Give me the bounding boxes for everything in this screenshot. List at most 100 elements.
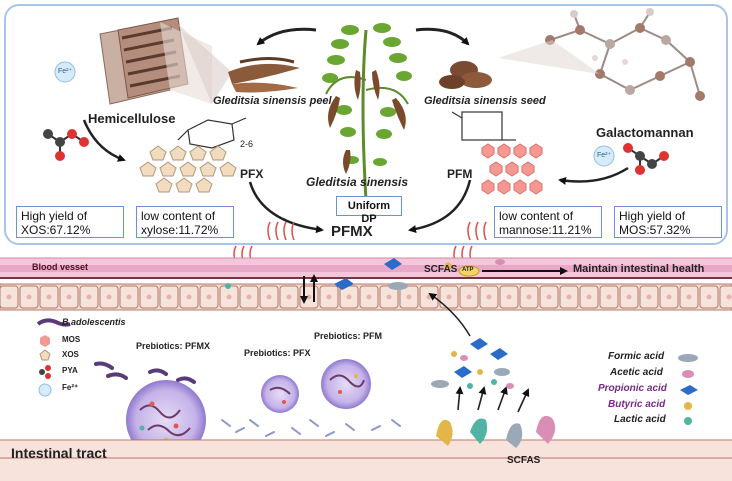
acid-acetic: Acetic acid bbox=[610, 367, 663, 378]
cell-nucleus bbox=[146, 294, 152, 300]
hemicellulose-label: Hemicellulose bbox=[88, 111, 176, 126]
cell-nucleus bbox=[166, 294, 172, 300]
box-mannose-line2: mannose:11.21% bbox=[499, 223, 592, 238]
cell-nucleus bbox=[86, 294, 92, 300]
peel-pods bbox=[228, 57, 300, 93]
intestinal-tract-label: Intestinal tract bbox=[11, 445, 107, 461]
legend-fe: Fe²⁺ bbox=[62, 383, 79, 392]
seed-label: Gleditsia sinensis seed bbox=[424, 95, 546, 107]
arrow-fe-right bbox=[558, 166, 629, 185]
cell-nucleus bbox=[326, 294, 332, 300]
cell-nucleus bbox=[106, 294, 112, 300]
cell-nucleus bbox=[626, 294, 632, 300]
xos-pentagons bbox=[139, 145, 237, 193]
sphere-pfx bbox=[261, 375, 299, 413]
box-xylose-line1: low content of bbox=[141, 209, 216, 223]
cell-nucleus bbox=[246, 294, 252, 300]
arrow-fe-left bbox=[82, 119, 126, 162]
box-mos-yield-line2: MOS:57.32% bbox=[619, 223, 691, 238]
cell-nucleus bbox=[606, 294, 612, 300]
box-mannose: low content of mannose:11.21% bbox=[494, 206, 602, 238]
box-xylose-line2: xylose:11.72% bbox=[141, 223, 219, 238]
blood-vessel-label: Blood vesset bbox=[32, 262, 89, 272]
pfmx-label: PFMX bbox=[331, 223, 373, 240]
arrow-pfm-to-pfmx bbox=[408, 179, 472, 233]
prebiotics-pfmx-label: Prebiotics: PFMX bbox=[136, 341, 211, 351]
cell-nucleus bbox=[526, 294, 532, 300]
rising-arrows bbox=[455, 386, 530, 413]
box-mos-yield: High yield of MOS:57.32% bbox=[614, 206, 722, 238]
cell-nucleus bbox=[486, 294, 492, 300]
epithelium-top-cells bbox=[0, 285, 732, 309]
xylose-structure bbox=[177, 117, 247, 149]
cell-nucleus bbox=[66, 294, 72, 300]
arrow-pfx-to-pfmx bbox=[248, 181, 324, 234]
cell-nucleus bbox=[506, 294, 512, 300]
scfa-formic-1 bbox=[388, 282, 408, 290]
scfa-butyric-1 bbox=[444, 262, 452, 270]
galactomannan-label: Galactomannan bbox=[596, 125, 694, 140]
cell-nucleus bbox=[206, 294, 212, 300]
acid-propionic: Propionic acid bbox=[598, 383, 667, 394]
cell-wall-illustration bbox=[99, 17, 212, 105]
cell-nucleus bbox=[466, 294, 472, 300]
cell-nucleus bbox=[666, 294, 672, 300]
fe-badge-left-text: Fe²⁺ bbox=[58, 68, 73, 75]
sphere-contents bbox=[139, 374, 365, 437]
rods bbox=[221, 419, 401, 437]
mannose-structure bbox=[451, 111, 516, 141]
pya-molecule-right bbox=[623, 143, 669, 175]
mos-hexagons bbox=[481, 143, 543, 195]
fe-badge-left bbox=[54, 61, 76, 83]
epithelial-cell bbox=[719, 285, 732, 309]
cell-nucleus bbox=[46, 294, 52, 300]
prebiotics-pfm-label: Prebiotics: PFM bbox=[314, 331, 383, 341]
galactomannan-molecule bbox=[545, 8, 705, 101]
cell-nucleus bbox=[266, 294, 272, 300]
scfas-bottom-label: SCFAS bbox=[507, 455, 541, 466]
cell-nucleus bbox=[6, 294, 12, 300]
plant-label: Gleditsia sinensis bbox=[306, 175, 409, 189]
cell-nucleus bbox=[26, 294, 32, 300]
box-xos-yield-line1: High yield of bbox=[21, 209, 88, 223]
cell-nucleus bbox=[546, 294, 552, 300]
uniform-dp-text: Uniform DP bbox=[347, 200, 391, 226]
peel-label: Gleditsia sinensis peel bbox=[213, 95, 332, 107]
scfa-propionic-1 bbox=[384, 258, 402, 270]
uniform-dp-box: Uniform DP bbox=[336, 196, 402, 225]
zoom-cone-right bbox=[498, 40, 600, 74]
cell-nucleus bbox=[226, 294, 232, 300]
acid-formic: Formic acid bbox=[608, 351, 665, 362]
maintain-label: Maintain intestinal health bbox=[573, 263, 705, 275]
box-mos-yield-line1: High yield of bbox=[619, 209, 686, 223]
zoom-cone-left bbox=[178, 24, 232, 104]
legend-xos: XOS bbox=[62, 350, 79, 359]
acid-lactic: Lactic acid bbox=[614, 414, 666, 425]
acid-legend-icons bbox=[678, 354, 698, 425]
seed-pods bbox=[439, 61, 492, 89]
atp-label: ATP bbox=[462, 267, 474, 273]
cell-nucleus bbox=[706, 294, 712, 300]
pfm-label: PFM bbox=[447, 167, 473, 181]
atp-badge bbox=[458, 265, 480, 277]
cell-nucleus bbox=[446, 294, 452, 300]
pya-molecule-left bbox=[43, 129, 89, 161]
cell-nucleus bbox=[726, 294, 732, 300]
molecule-cloud bbox=[431, 338, 514, 389]
cell-nucleus bbox=[366, 294, 372, 300]
pfx-label: PFX bbox=[240, 167, 264, 181]
plant-illustration bbox=[322, 23, 412, 201]
repeat-subscript: 2-6 bbox=[240, 139, 254, 149]
intestinal-lining bbox=[0, 440, 732, 481]
cell-nucleus bbox=[126, 294, 132, 300]
cell-nucleus bbox=[646, 294, 652, 300]
cell-nucleus bbox=[306, 294, 312, 300]
arrow-to-seed bbox=[415, 27, 470, 46]
scfa-acetic-1 bbox=[495, 259, 505, 265]
bacteria-scatter bbox=[94, 361, 196, 384]
box-xos-yield-line2: XOS:67.12% bbox=[21, 223, 91, 238]
legend-mos: MOS bbox=[62, 335, 81, 344]
cell-nucleus bbox=[566, 294, 572, 300]
